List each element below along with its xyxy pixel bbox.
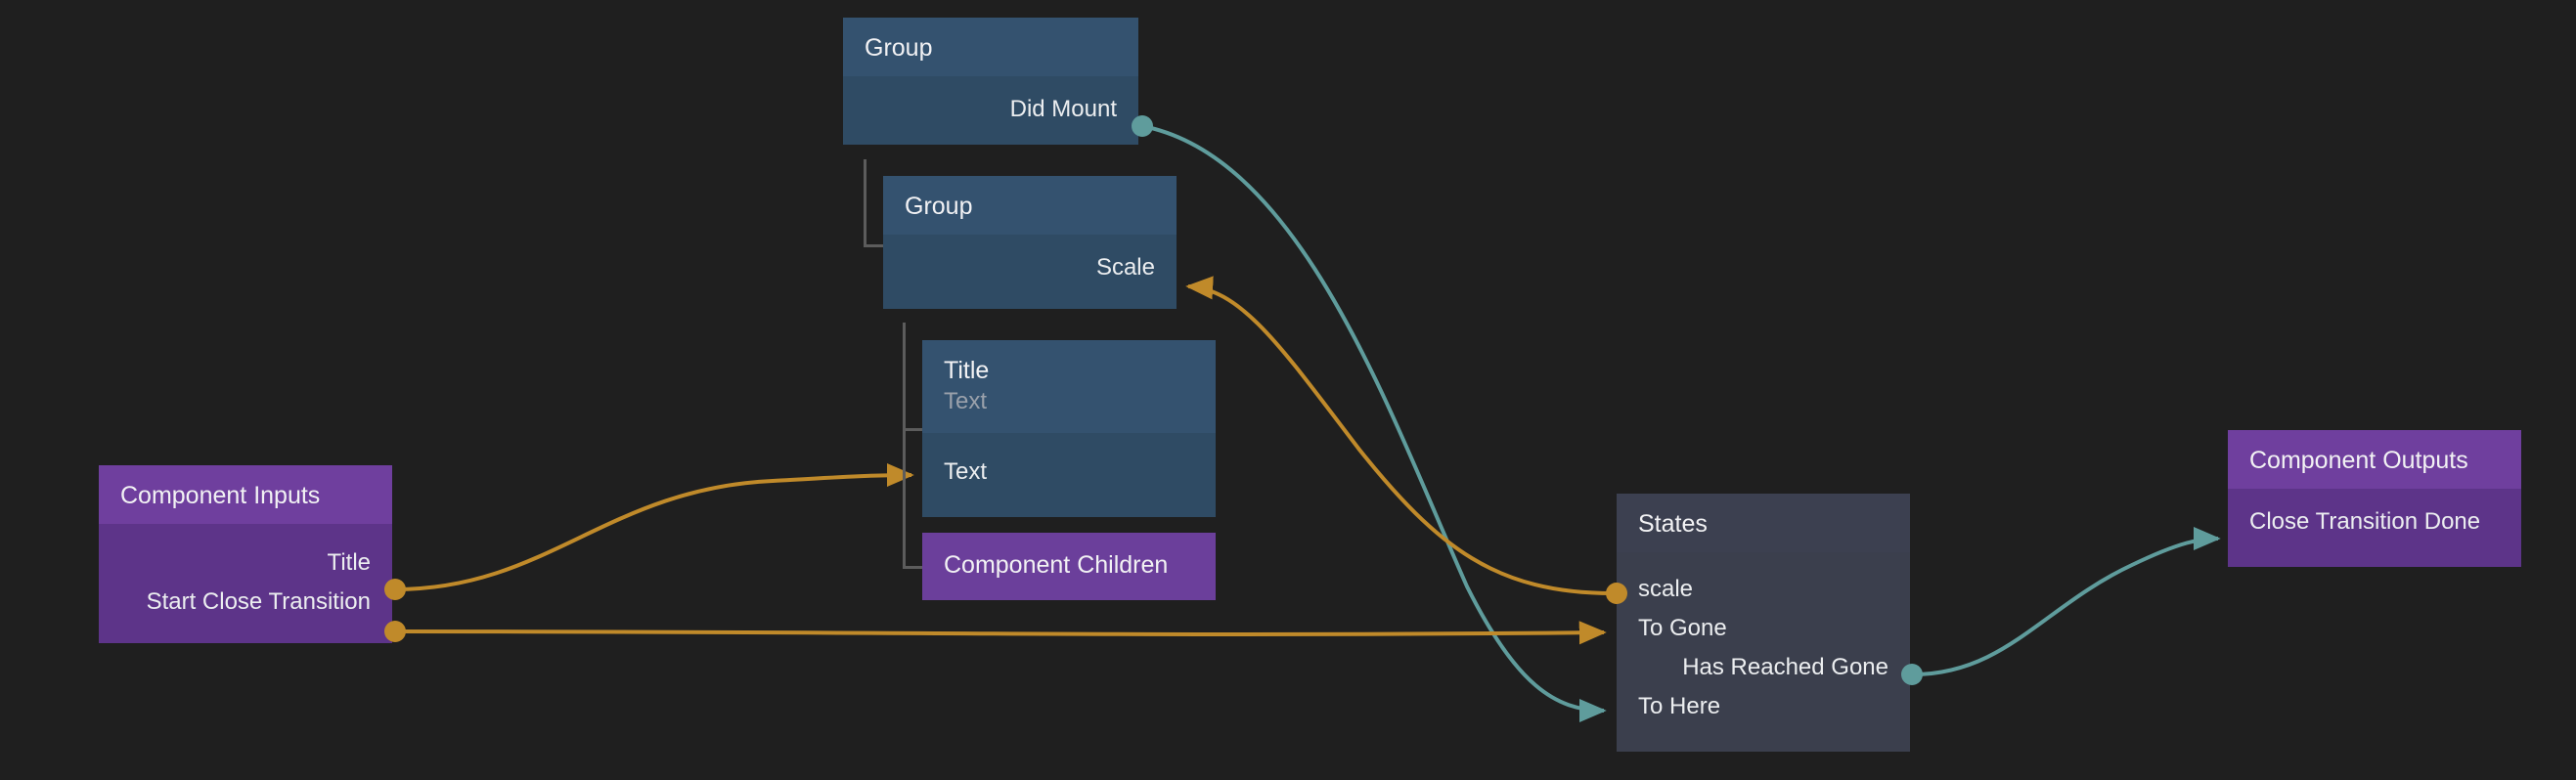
node-title: Component Children xyxy=(944,551,1169,579)
port-label: Start Close Transition xyxy=(146,588,371,615)
port-to-here[interactable]: To Here xyxy=(1617,687,1910,726)
port-label: To Here xyxy=(1638,693,1721,719)
node-header: Title Text xyxy=(922,340,1216,433)
node-states[interactable]: States scale To Gone Has Reached Gone To… xyxy=(1617,494,1910,752)
port-label: Did Mount xyxy=(1009,96,1117,122)
port-scale[interactable]: Scale xyxy=(883,248,1177,287)
wire-title-to-text xyxy=(394,462,914,591)
node-header: Group xyxy=(883,176,1177,235)
wire-has-reached-gone-to-close-transition-done xyxy=(1912,526,2221,676)
port-dot-scale-in[interactable] xyxy=(1606,583,1627,604)
node-component-outputs[interactable]: Component Outputs Close Transition Done xyxy=(2228,430,2521,567)
port-dot-has-reached-gone[interactable] xyxy=(1901,664,1923,685)
port-dot-title-out[interactable] xyxy=(384,579,406,600)
port-label: Title xyxy=(327,549,371,576)
node-header: Component Inputs xyxy=(99,465,392,524)
port-has-reached-gone[interactable]: Has Reached Gone xyxy=(1617,648,1910,687)
port-dot-did-mount[interactable] xyxy=(1132,115,1153,137)
tree-connector-group2-to-children xyxy=(903,323,924,569)
node-subtitle: Text xyxy=(944,388,988,414)
port-label: Scale xyxy=(1095,254,1155,281)
port-label: Has Reached Gone xyxy=(1682,654,1888,680)
port-did-mount[interactable]: Did Mount xyxy=(843,90,1138,129)
port-label: scale xyxy=(1638,576,1694,602)
wire-scale-to-group-scale xyxy=(1185,276,1614,595)
port-to-gone[interactable]: To Gone xyxy=(1617,609,1910,648)
node-title: Title xyxy=(944,357,990,384)
port-label: Close Transition Done xyxy=(2249,508,2481,535)
node-group-second[interactable]: Group Scale xyxy=(883,176,1177,309)
port-label: To Gone xyxy=(1638,615,1727,641)
port-text[interactable]: Text xyxy=(922,453,1216,492)
node-header: Component Outputs xyxy=(2228,430,2521,489)
port-start-close-transition[interactable]: Start Close Transition xyxy=(99,583,392,622)
node-component-children[interactable]: Component Children xyxy=(922,533,1216,600)
node-body: Text xyxy=(922,433,1216,517)
port-dot-start-close-transition[interactable] xyxy=(384,621,406,642)
port-title-out[interactable]: Title xyxy=(99,543,392,583)
node-body: Scale xyxy=(883,235,1177,309)
node-body: Title Start Close Transition xyxy=(99,524,392,643)
port-scale-in[interactable]: scale xyxy=(1617,570,1910,609)
port-close-transition-done[interactable]: Close Transition Done xyxy=(2228,502,2521,542)
port-label: Text xyxy=(944,458,988,485)
node-header: Group xyxy=(843,18,1138,76)
node-title-component[interactable]: Title Text Text xyxy=(922,340,1216,517)
tree-connector-group-to-group xyxy=(864,159,885,247)
node-body: Did Mount xyxy=(843,76,1138,145)
node-group-top[interactable]: Group Did Mount xyxy=(843,18,1138,145)
node-body: scale To Gone Has Reached Gone To Here xyxy=(1617,552,1910,752)
node-header: States xyxy=(1617,494,1910,552)
wire-start-close-to-to-gone xyxy=(394,621,1607,645)
node-body: Close Transition Done xyxy=(2228,489,2521,567)
node-title: Group xyxy=(905,193,973,220)
node-title: Component Inputs xyxy=(120,482,321,509)
node-title: Component Outputs xyxy=(2249,447,2468,474)
node-title: Group xyxy=(865,34,933,62)
tree-connector-stub-title xyxy=(903,428,924,431)
node-component-inputs[interactable]: Component Inputs Title Start Close Trans… xyxy=(99,465,392,643)
node-title: States xyxy=(1638,510,1708,538)
